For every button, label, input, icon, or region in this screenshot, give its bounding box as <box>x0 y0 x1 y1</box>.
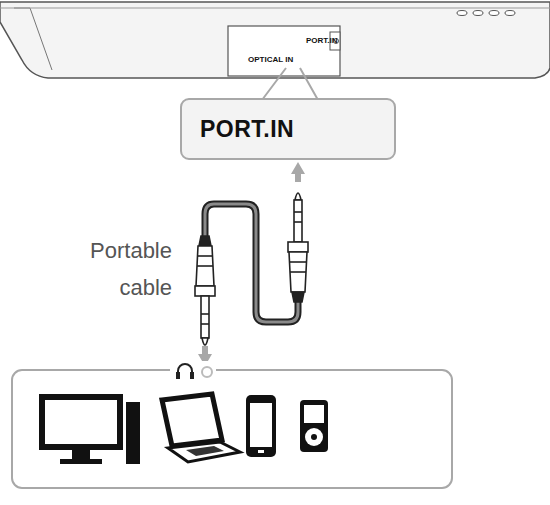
soundbar-bevel <box>14 8 52 70</box>
cable <box>205 204 298 322</box>
port-label: OPTICAL IN <box>248 55 293 64</box>
soundbar-edge <box>0 8 550 9</box>
phone <box>246 395 276 457</box>
cable-label: Portable cable <box>62 232 172 306</box>
port-name: PORT.IN <box>200 116 394 143</box>
desktop-computer <box>42 397 140 464</box>
media-player <box>300 400 328 452</box>
plug-left <box>195 236 215 345</box>
insert-arrow <box>291 162 305 182</box>
callout-leader <box>262 68 318 100</box>
soundbar-body <box>0 2 550 78</box>
device-panel <box>12 370 452 488</box>
laptop <box>162 394 240 462</box>
callout-box: PORT.IN <box>180 98 396 160</box>
icon-patch <box>170 361 216 381</box>
headphone-jack <box>202 367 212 377</box>
port-label: PORT.IN <box>306 36 338 45</box>
headphone-icon <box>178 364 192 378</box>
cable-core <box>205 204 298 322</box>
plug-right <box>288 193 308 302</box>
port-panel <box>228 26 340 76</box>
soundbar-buttons <box>457 11 515 16</box>
